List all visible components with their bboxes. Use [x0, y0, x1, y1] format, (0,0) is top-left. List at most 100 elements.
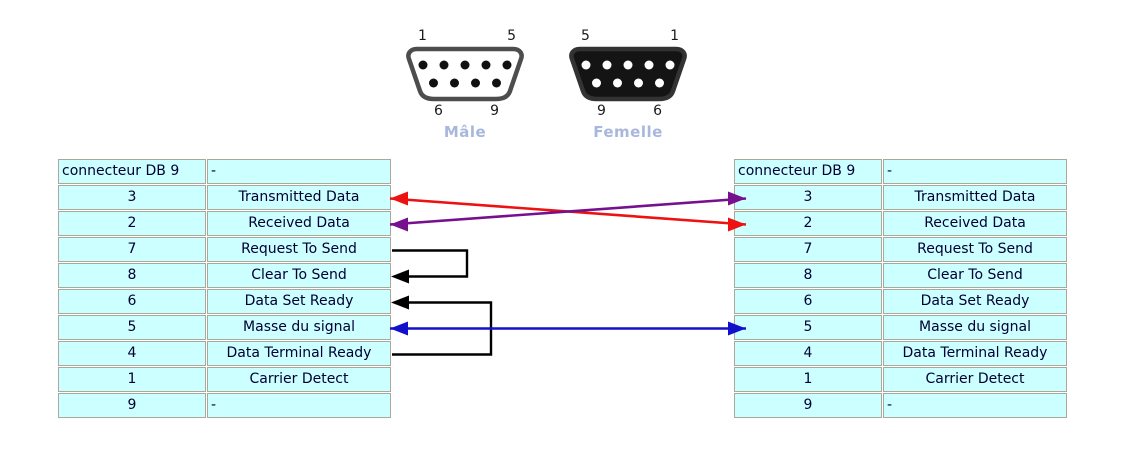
connector-pin-dot	[439, 60, 449, 70]
table-row: 9-	[58, 393, 391, 418]
female-connector-figure: 5 1 9 6 Femelle	[568, 28, 688, 141]
left-table-header-dash-cell: -	[207, 159, 391, 184]
pin-number-cell: 4	[734, 341, 882, 366]
male-bottom-pin-numbers: 6 9	[405, 103, 525, 120]
wire-arrowhead	[391, 295, 409, 310]
male-connector-label: Mâle	[443, 123, 487, 141]
right-table-header-dash-cell: -	[883, 159, 1067, 184]
pin-number-cell: 8	[734, 263, 882, 288]
signal-name-cell: Request To Send	[207, 237, 391, 262]
signal-name-cell: Received Data	[883, 211, 1067, 236]
connector-pin-dot	[418, 60, 428, 70]
male-pin-number-top-left: 1	[418, 28, 427, 44]
wire-rts-cts-loopback	[391, 249, 469, 284]
connector-pin-dot	[644, 60, 654, 70]
db9-male-icon	[406, 46, 524, 102]
female-pin-number-bottom-left: 9	[597, 103, 606, 119]
left-table-title-cell: connecteur DB 9	[58, 159, 206, 184]
signal-name-cell: Masse du signal	[207, 315, 391, 340]
connector-pin-dot	[655, 78, 664, 88]
wire-arrowhead	[390, 217, 408, 232]
signal-name-cell: Transmitted Data	[207, 185, 391, 210]
wire-arrowhead	[390, 191, 408, 206]
female-pin-number-top-left: 5	[581, 28, 590, 44]
signal-name-cell: -	[207, 393, 391, 418]
female-pin-number-top-right: 1	[670, 28, 679, 44]
connector-pin-dot	[665, 60, 675, 70]
pin-number-cell: 7	[734, 237, 882, 262]
signal-name-cell: Data Set Ready	[207, 289, 391, 314]
wire-arrowhead	[390, 321, 408, 336]
connector-pin-dot	[429, 78, 438, 88]
connector-pin-dot	[450, 78, 459, 88]
pin-number-cell: 3	[734, 185, 882, 210]
wire-rx-to-tx-cross	[389, 191, 747, 232]
pin-number-cell: 1	[734, 367, 882, 392]
connector-pin-dot	[623, 60, 633, 70]
male-pin-number-top-right: 5	[507, 28, 516, 44]
signal-name-cell: Data Terminal Ready	[883, 341, 1067, 366]
table-header-row: connecteur DB 9 -	[734, 159, 1067, 184]
male-pin-number-bottom-right: 9	[490, 103, 499, 119]
female-pin-number-bottom-right: 6	[653, 103, 662, 119]
pin-number-cell: 5	[734, 315, 882, 340]
signal-name-cell: Carrier Detect	[207, 367, 391, 392]
signal-name-cell: -	[883, 393, 1067, 418]
connector-pin-dot	[592, 78, 601, 88]
signal-name-cell: Received Data	[207, 211, 391, 236]
signal-name-cell: Data Set Ready	[883, 289, 1067, 314]
table-row: 9-	[734, 393, 1067, 418]
signal-name-cell: Transmitted Data	[883, 185, 1067, 210]
pin-number-cell: 6	[734, 289, 882, 314]
connector-pin-dot	[581, 60, 591, 70]
pin-number-cell: 2	[734, 211, 882, 236]
connector-pin-dot	[471, 78, 480, 88]
wire-dtr-dsr-loopback	[391, 295, 493, 356]
wire-line	[389, 197, 747, 226]
pin-number-cell: 8	[58, 263, 206, 288]
signal-name-cell: Clear To Send	[207, 263, 391, 288]
pin-number-cell: 5	[58, 315, 206, 340]
female-top-pin-numbers: 5 1	[568, 28, 688, 45]
connector-pin-dot	[502, 60, 512, 70]
connector-pin-dot	[492, 78, 501, 88]
signal-name-cell: Data Terminal Ready	[207, 341, 391, 366]
male-connector-figure: 1 5 6 9 Mâle	[405, 28, 525, 141]
wire-line	[389, 197, 747, 226]
female-connector-label: Femelle	[593, 123, 663, 141]
connector-pin-dot	[634, 78, 643, 88]
pin-number-cell: 4	[58, 341, 206, 366]
wire-signal-ground	[390, 321, 746, 336]
female-bottom-pin-numbers: 9 6	[568, 103, 688, 120]
pin-number-cell: 2	[58, 211, 206, 236]
right-table-title-cell: connecteur DB 9	[734, 159, 882, 184]
signal-name-cell: Clear To Send	[883, 263, 1067, 288]
pin-number-cell: 9	[734, 393, 882, 418]
pin-number-cell: 1	[58, 367, 206, 392]
table-header-row: connecteur DB 9 -	[58, 159, 391, 184]
connector-pin-dot	[460, 60, 470, 70]
connector-pin-dot	[602, 60, 612, 70]
db9-female-icon	[569, 46, 687, 102]
connector-pin-dot	[613, 78, 622, 88]
